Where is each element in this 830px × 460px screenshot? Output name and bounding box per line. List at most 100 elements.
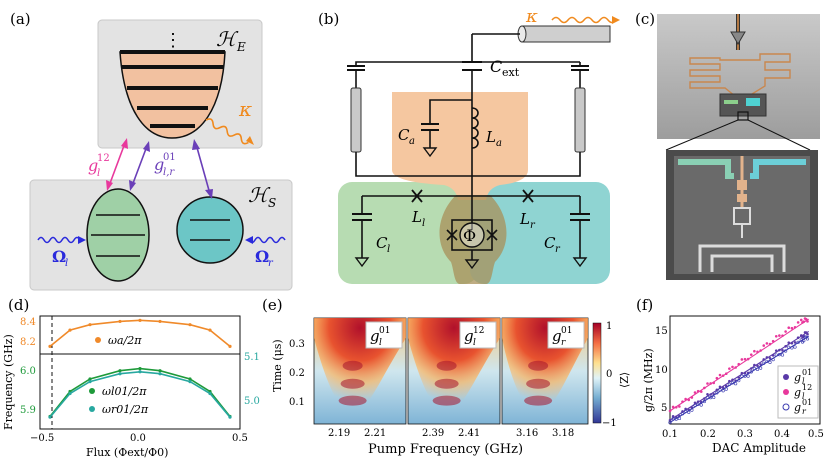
legend-label: g	[794, 401, 801, 414]
data-point	[737, 378, 741, 383]
coupling-arrow-l12	[108, 142, 126, 187]
resonator-right	[574, 87, 586, 153]
data-point	[753, 363, 756, 367]
data-point	[765, 342, 769, 345]
e-tick-x: 2.39	[422, 428, 444, 439]
data-point	[699, 403, 703, 407]
heatmap-label-box	[459, 321, 497, 349]
heatmap-fringe	[338, 395, 367, 406]
data-point	[684, 409, 688, 413]
e-tick-x: 2.19	[328, 428, 350, 439]
coupling-lr01-sub: l,r	[163, 167, 175, 178]
data-point	[680, 412, 685, 416]
f-tick-y: 15	[655, 326, 668, 337]
drive-label-right: Ω r	[255, 247, 274, 269]
d-tick-x: 0.0	[130, 433, 146, 444]
heatmap-fringe	[528, 360, 549, 371]
data-point	[678, 405, 681, 408]
data-point	[781, 334, 784, 337]
legend-marker-l	[89, 388, 95, 394]
l-a-sub: a	[496, 138, 502, 149]
data-point	[756, 364, 759, 368]
d-xlabel: Flux (Φext/Φ0)	[86, 446, 168, 459]
f-tick-y: 10	[655, 365, 668, 376]
hilbert-s-symbol: ℋ	[248, 183, 271, 207]
data-point	[774, 349, 778, 352]
data-point	[188, 380, 192, 384]
f-tick-x: 0.1	[662, 429, 678, 440]
colorbar	[592, 322, 602, 424]
energy-well	[119, 51, 226, 139]
coupling-l12-sub: l	[97, 168, 100, 179]
data-point	[138, 366, 142, 371]
panel-a: ⋮ ℋ E κ ℋ S g 12 l	[29, 19, 293, 291]
data-point	[703, 397, 706, 400]
data-point	[687, 410, 691, 414]
chip-taper	[730, 31, 746, 45]
region-brown	[439, 195, 507, 284]
drive-right-omega: Ω	[255, 247, 269, 266]
c-l-c: C	[376, 234, 388, 252]
d-tick-right: 5.0	[244, 396, 260, 407]
c-r-label: C r	[544, 234, 561, 255]
panel-label-d: (d)	[8, 296, 29, 314]
data-point	[784, 349, 788, 353]
data-point	[768, 342, 772, 346]
circuit-wire	[355, 61, 581, 88]
data-point	[765, 356, 769, 359]
data-point	[668, 409, 672, 413]
e-ylabel: Time (μs)	[271, 339, 284, 392]
data-point	[806, 332, 809, 336]
f-tick-x: 0.3	[737, 429, 753, 440]
data-point	[749, 367, 753, 370]
data-point	[746, 374, 750, 378]
data-point	[671, 415, 675, 418]
data-point	[693, 401, 697, 405]
data-point	[762, 344, 766, 347]
arrowhead	[143, 141, 150, 152]
data-point	[709, 395, 713, 400]
c-ext-sub: ext	[502, 66, 520, 79]
data-point	[158, 372, 162, 376]
heatmap-label-box	[365, 321, 403, 349]
data-point	[737, 362, 741, 366]
data-point	[804, 317, 808, 321]
coupling-label-l12: g 12 l	[88, 153, 110, 179]
data-point	[693, 391, 697, 394]
data-point	[728, 367, 731, 370]
d-tick-x: −0.5	[30, 433, 54, 444]
data-point	[803, 335, 807, 339]
f-tick-y: 5	[661, 403, 667, 414]
data-point	[740, 374, 744, 378]
data-point	[759, 366, 763, 370]
e-tick-x: 2.21	[364, 428, 386, 439]
e-tick-y: 0.3	[289, 339, 305, 350]
hilbert-s-label: ℋ S	[248, 183, 276, 210]
e-tick-x: 2.41	[458, 428, 480, 439]
data-point	[771, 339, 775, 343]
c-l-label: C l	[376, 234, 390, 255]
data-point	[68, 391, 72, 396]
data-point	[48, 344, 52, 348]
data-point	[668, 418, 672, 422]
chip-zoom-box	[737, 111, 749, 121]
data-point	[706, 393, 709, 396]
data-point	[796, 340, 800, 344]
data-point	[796, 336, 800, 339]
data-point	[705, 395, 710, 399]
l-r-l: L	[519, 210, 530, 228]
ground	[572, 257, 588, 268]
data-point	[718, 385, 722, 389]
heatmap-fringe	[340, 378, 365, 389]
panel-c	[657, 14, 820, 280]
data-point	[118, 369, 122, 373]
data-point	[138, 318, 142, 322]
chip-left-electrode	[678, 159, 734, 179]
hilbert-e-label: ℋ E	[216, 27, 246, 54]
e-xlabel: Pump Frequency (GHz)	[368, 442, 523, 457]
data-point	[774, 334, 778, 338]
f-tick-x: 0.2	[700, 429, 716, 440]
data-point	[734, 382, 738, 386]
data-point	[787, 341, 791, 344]
